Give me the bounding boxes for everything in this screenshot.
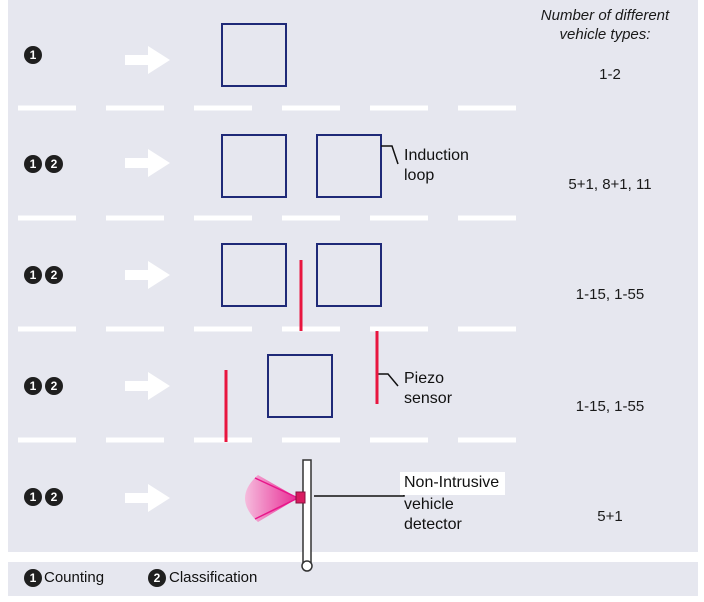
induction-loop-label: Induction loop (404, 146, 469, 186)
induction-loop (316, 134, 382, 198)
legend-counting: Counting (44, 569, 105, 586)
legend-classification: Classification (169, 569, 258, 586)
piezo-sensors (224, 260, 379, 442)
arrow-right-icon (125, 261, 170, 289)
classification-badge: 2 (45, 155, 63, 173)
counting-badge: 1 (24, 569, 42, 587)
arrow-right-icon (125, 484, 170, 512)
induction-loop-label-line-2: loop (404, 167, 435, 184)
induction-loop (267, 354, 333, 418)
counting-badge: 1 (24, 155, 42, 173)
induction-loop (221, 23, 287, 87)
detector-label-line-3: detector (404, 516, 462, 533)
vehicle-types-value: 1-15, 1-55 (575, 286, 645, 303)
non-intrusive-detector (245, 459, 313, 572)
detector-sensor-head (295, 491, 306, 504)
detector-pole-base (301, 560, 313, 572)
vehicle-types-value: 1-2 (599, 66, 621, 83)
road-surface (8, 0, 698, 552)
beam-edge (254, 497, 299, 520)
counting-badge: 1 (24, 266, 42, 284)
piezo-sensor-label-line-2: sensor (404, 390, 453, 407)
vehicle-types-value: 5+1, 8+1, 11 (568, 176, 652, 193)
header-line-1: Number of different (540, 7, 670, 24)
detector-pole (302, 459, 312, 565)
beam-edge (254, 477, 299, 499)
detector-label-line-1: Non-Intrusive (400, 472, 506, 495)
arrow-right-icon (125, 149, 170, 177)
vehicle-types-value: 1-15, 1-55 (575, 398, 645, 415)
vehicle-types-header: Number of different vehicle types: (500, 6, 704, 44)
counting-badge: 1 (24, 488, 42, 506)
piezo-sensor-label-line-1: Piezo (404, 370, 445, 387)
counting-badge: 1 (24, 46, 42, 64)
detector-beam (245, 475, 298, 522)
classification-badge: 2 (45, 377, 63, 395)
detector-label-line-2: vehicle (404, 496, 454, 513)
vehicle-types-value: 5+1 (597, 508, 623, 525)
piezo-sensor-pointer (378, 373, 399, 387)
induction-loop (316, 243, 382, 307)
induction-loop-pointer (381, 145, 399, 165)
header-line-2: vehicle types: (559, 26, 651, 43)
counting-badge: 1 (24, 377, 42, 395)
detector-label: Non-Intrusive vehicle detector (400, 472, 506, 535)
direction-arrows (125, 46, 170, 512)
induction-loop (221, 134, 287, 198)
induction-loops (221, 23, 382, 418)
classification-badge: 2 (45, 266, 63, 284)
classification-badge: 2 (148, 569, 166, 587)
piezo-sensor-label: Piezo sensor (404, 369, 452, 409)
classification-badge: 2 (45, 488, 63, 506)
induction-loop-label-line-1: Induction (404, 147, 469, 164)
arrow-right-icon (125, 46, 170, 74)
induction-loop (221, 243, 287, 307)
legend-strip (8, 562, 698, 596)
arrow-right-icon (125, 372, 170, 400)
